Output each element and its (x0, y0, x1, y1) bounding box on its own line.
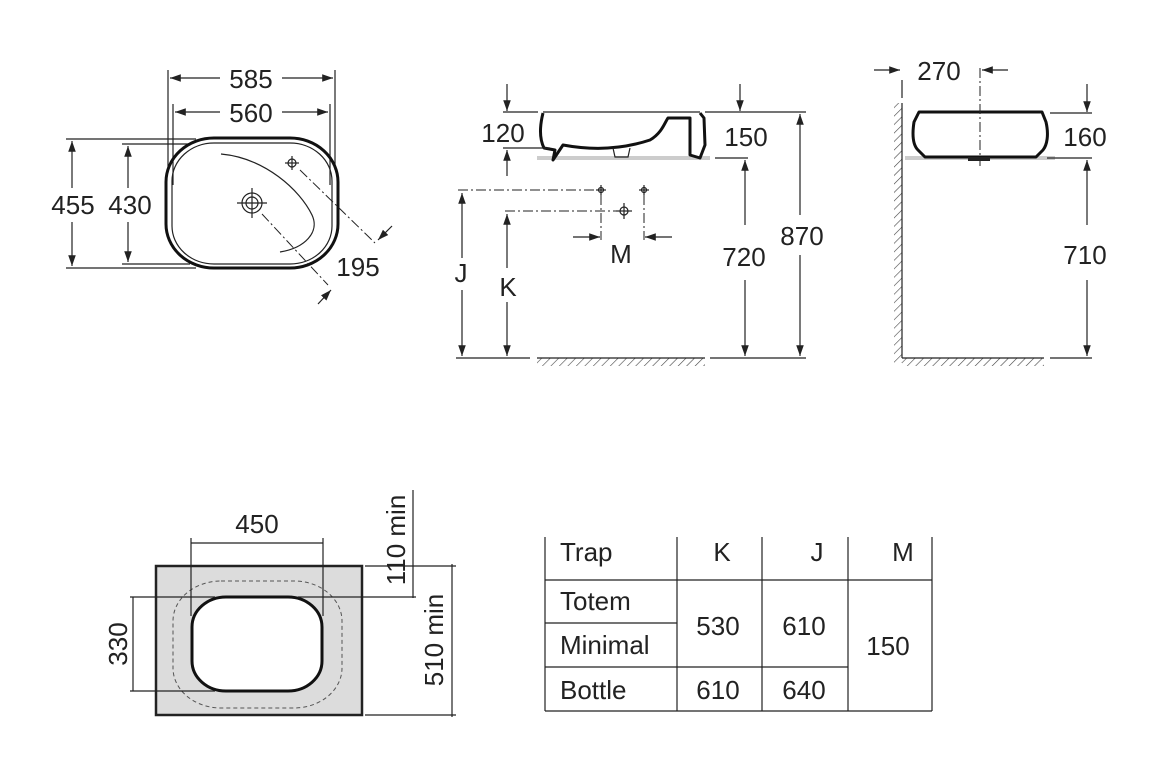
dim-basin-height-end: 160 (1063, 122, 1106, 152)
row-trap-minimal: Minimal (560, 630, 650, 660)
dim-width-inner: 560 (229, 98, 272, 128)
dim-wall-distance: 270 (917, 56, 960, 86)
label-k: K (499, 272, 517, 302)
row-trap-totem: Totem (560, 586, 631, 616)
dim-total-height: 870 (780, 221, 823, 251)
row-trap-bottle: Bottle (560, 675, 627, 705)
dim-depth-outer: 455 (51, 190, 94, 220)
dim-cut-depth: 330 (103, 622, 133, 665)
header-trap: Trap (560, 537, 613, 567)
dim-width-outer: 585 (229, 64, 272, 94)
top-view: 585 560 455 430 195 (51, 64, 393, 305)
dim-counter-depth-min: 510 min (419, 594, 449, 687)
header-m: M (892, 537, 914, 567)
side-view: 120 150 720 870 J K M (455, 84, 824, 366)
dim-counter-height-end: 710 (1063, 240, 1106, 270)
label-j: J (455, 258, 468, 288)
dim-tap-offset: 195 (336, 252, 379, 282)
drain-icon (237, 188, 267, 218)
floor-hatch (537, 358, 705, 366)
header-k: K (713, 537, 731, 567)
trap-table: Trap K J M Totem Minimal Bottle 530 610 … (544, 537, 933, 712)
dim-cut-width: 450 (235, 509, 278, 539)
end-view: 270 160 710 (874, 56, 1107, 366)
cell-j-shared: 610 (782, 611, 825, 641)
basin-profile (539, 112, 707, 162)
trap-points-icon (596, 185, 649, 219)
cell-j-bottle: 640 (782, 675, 825, 705)
basin-footprint-dashed (172, 580, 343, 709)
basin-outline-inner (171, 142, 333, 265)
dim-front-min: 110 min (381, 495, 411, 586)
cutout-hole (190, 595, 324, 693)
dim-depth-inner: 430 (108, 190, 151, 220)
dim-basin-height-right: 150 (724, 122, 767, 152)
floor-hatch-end (902, 358, 1044, 366)
cell-k-shared: 530 (696, 611, 739, 641)
overflow-icon (285, 156, 299, 170)
basin-profile-end (911, 110, 1049, 159)
cell-m-shared: 150 (866, 631, 909, 661)
cell-k-bottle: 610 (696, 675, 739, 705)
wall-hatch (894, 103, 902, 363)
label-m: M (610, 239, 632, 269)
dim-basin-height-left: 120 (481, 118, 524, 148)
header-j: J (811, 537, 824, 567)
cutout-plan: 450 330 110 min 510 min (103, 490, 456, 717)
basin-outline-outer (164, 136, 340, 270)
dim-counter-height: 720 (722, 242, 765, 272)
